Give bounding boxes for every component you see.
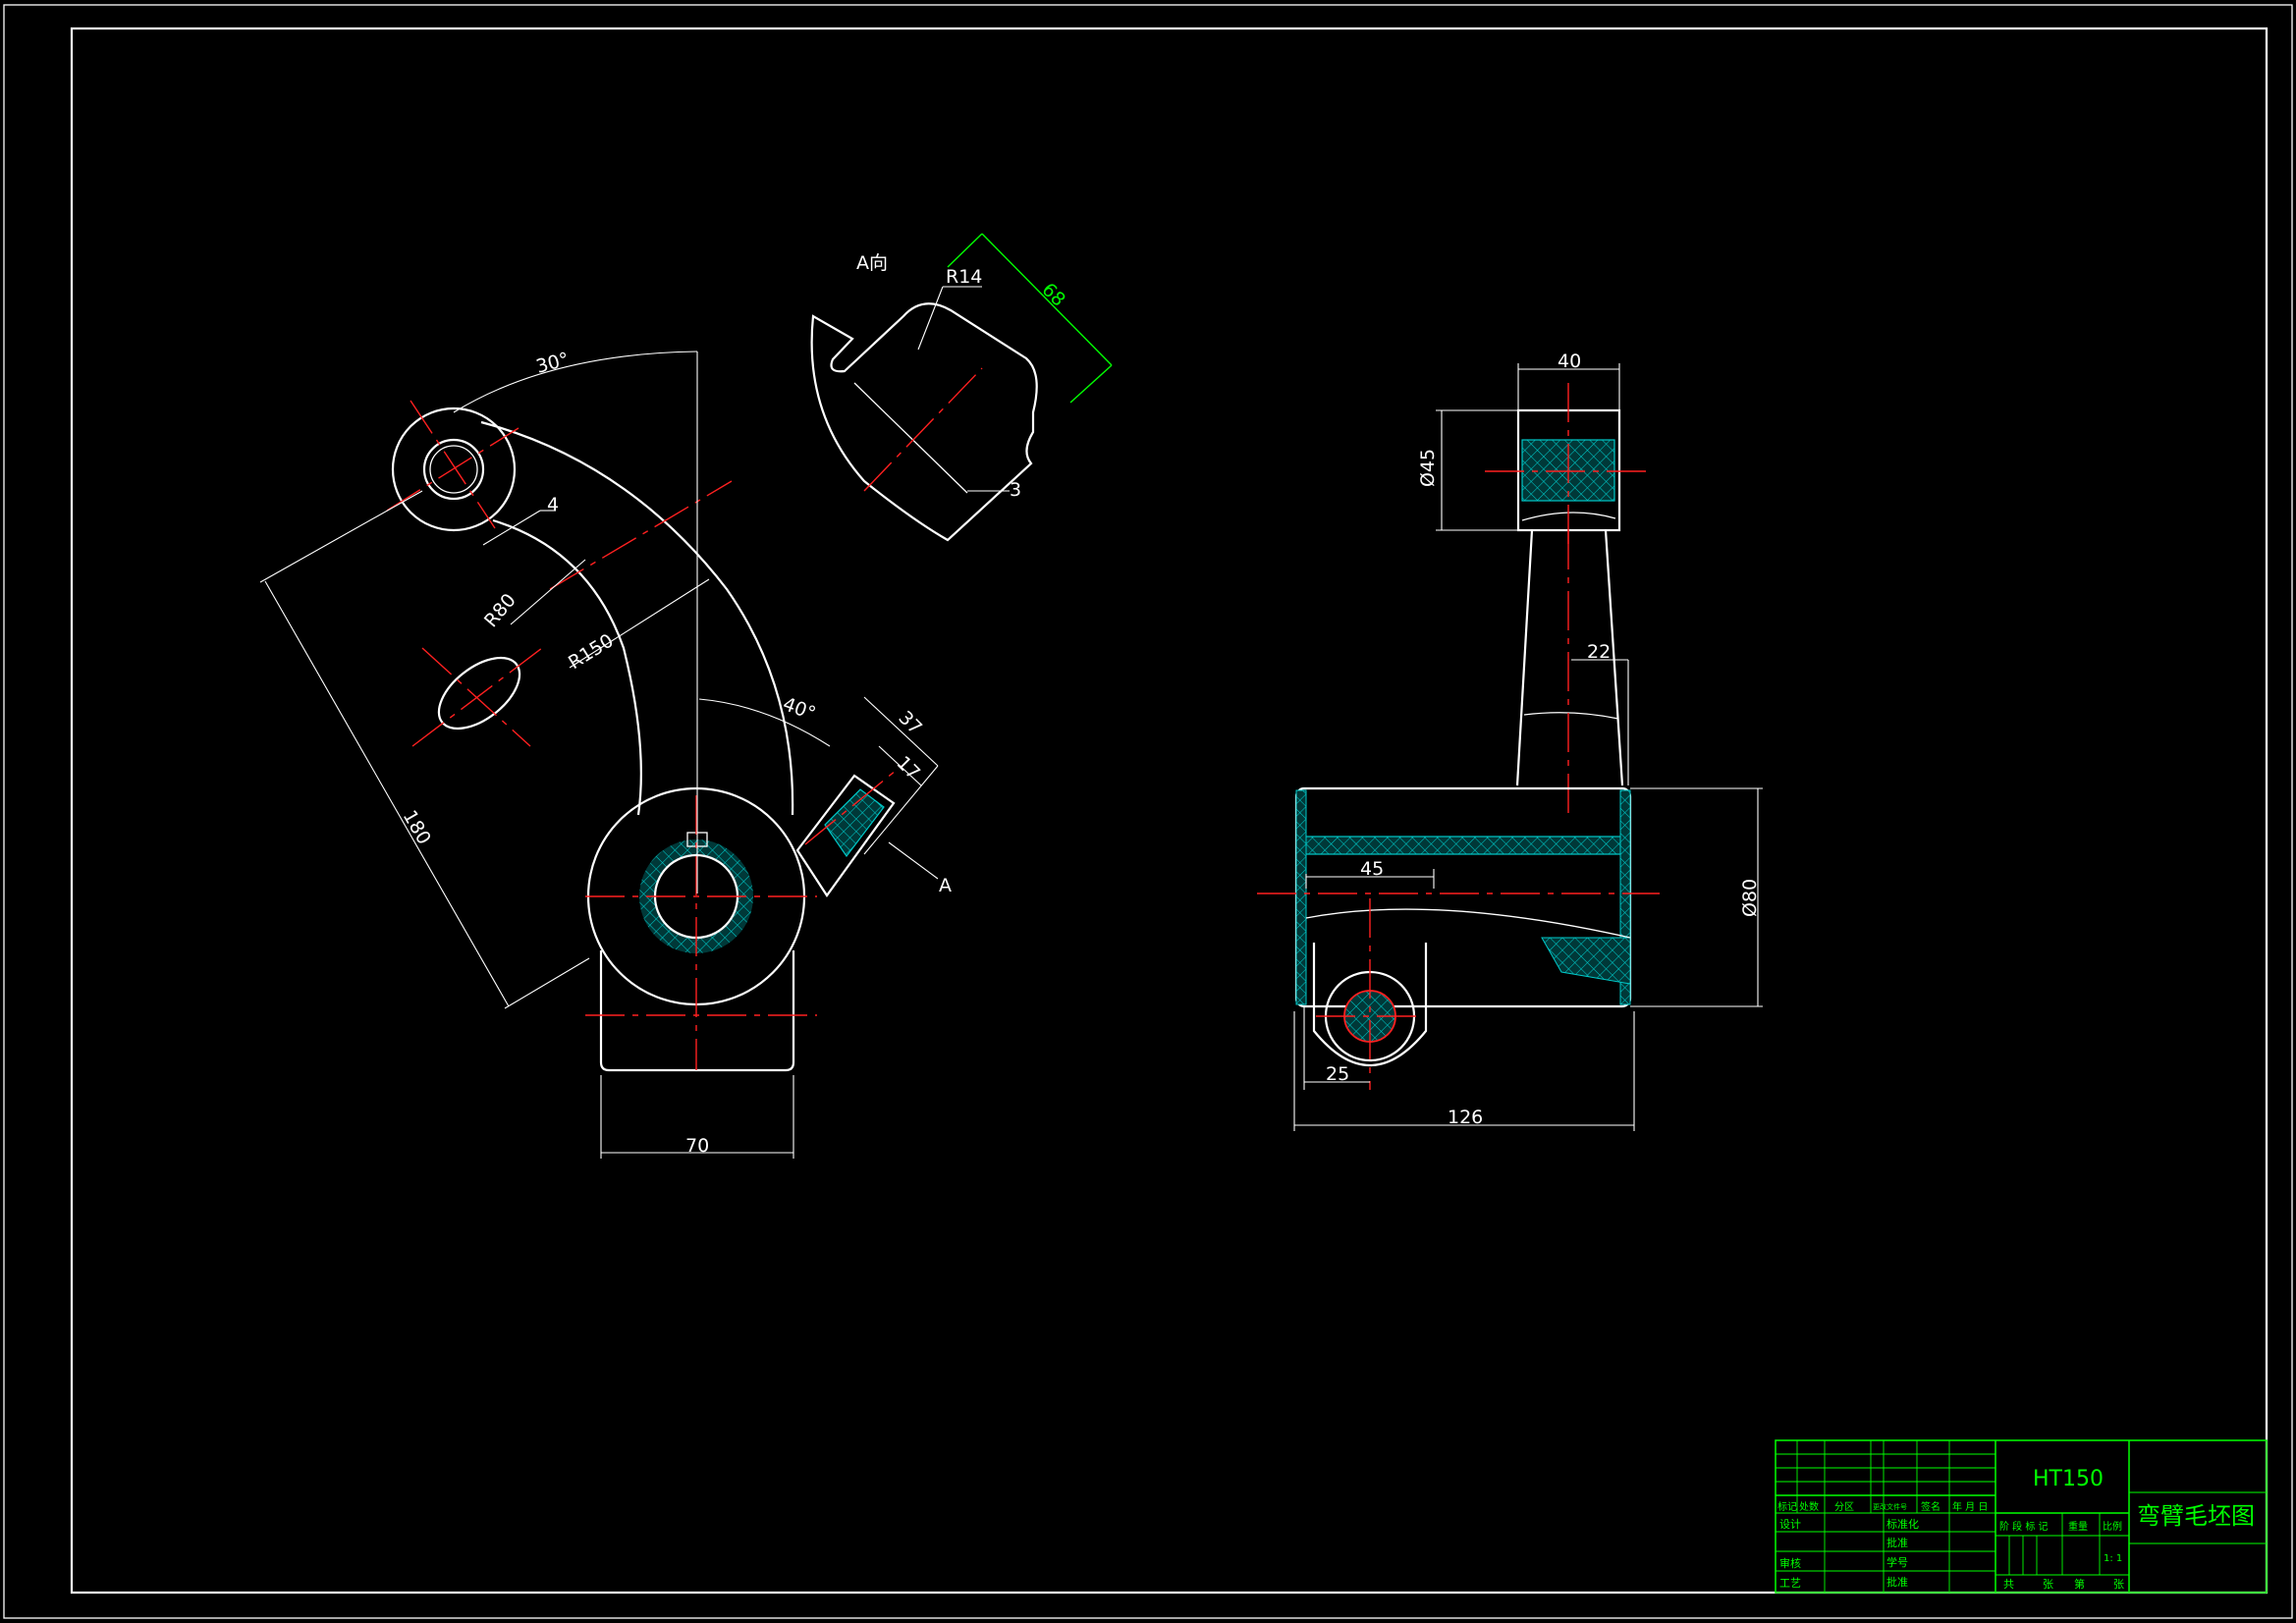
view-A-inner-edge <box>853 382 968 494</box>
side-view: 40 Ø45 22 Ø80 45 25 126 <box>1257 351 1763 1131</box>
dim-25: 25 <box>1326 1063 1349 1085</box>
rev-header-3: 分区 <box>1834 1501 1854 1513</box>
sheet-total: 共 <box>2003 1578 2014 1591</box>
ellipse-slot <box>437 656 521 730</box>
row-design: 设计 <box>1779 1518 1801 1531</box>
front-view: 30° 4 R80 R150 180 40° 37 17 A 70 <box>259 349 952 1159</box>
dim-3: 3 <box>1010 479 1021 501</box>
row-approve-1: 批准 <box>1886 1536 1908 1549</box>
base-block <box>599 950 795 1072</box>
row-review: 审核 <box>1779 1556 1801 1570</box>
sheet-unit-1: 张 <box>2043 1578 2053 1591</box>
rev-header-4: 更改文件号 <box>1873 1502 1907 1511</box>
drawing-title: 弯臂毛坯图 <box>2137 1502 2255 1530</box>
dim-phi45: Ø45 <box>1417 449 1439 487</box>
dim-R14: R14 <box>946 266 982 288</box>
sheet-unit-2: 张 <box>2113 1578 2124 1591</box>
lug-centerline <box>804 765 902 845</box>
dim-30deg: 30° <box>534 349 572 378</box>
dim-126: 126 <box>1448 1107 1483 1128</box>
lower-hatch-wedge <box>1541 937 1631 985</box>
rev-header-1: 标记 <box>1777 1501 1797 1513</box>
dim-R150: R150 <box>565 629 618 674</box>
lower-boss <box>1312 943 1428 1066</box>
boss-bore-inner <box>429 445 478 494</box>
dim-45: 45 <box>1360 858 1384 880</box>
dim-phi80: Ø80 <box>1739 879 1761 917</box>
lug-hatch <box>824 788 885 858</box>
lug <box>795 774 896 897</box>
row-standard: 标准化 <box>1886 1517 1919 1531</box>
dim-68: 68 <box>1037 279 1069 311</box>
dim-40: 40 <box>1558 351 1581 372</box>
rev-header-6: 年 月 日 <box>1952 1500 1988 1513</box>
dim-37: 37 <box>894 707 926 739</box>
title-block: HT150 弯臂毛坯图 标记 处数 分区 更改文件号 签名 年 月 日 设计 审… <box>1775 1439 2268 1594</box>
lower-hatch-left <box>1295 789 1307 1005</box>
outer-frame <box>3 4 2293 1619</box>
stage-header: 阶 段 标 记 <box>1999 1520 2049 1533</box>
weight-header: 重量 <box>2068 1520 2088 1533</box>
rev-header-5: 签名 <box>1921 1500 1941 1513</box>
arm-outer-edge <box>480 420 794 816</box>
row-approve-2: 批准 <box>1886 1575 1908 1589</box>
arm-inner-edge <box>492 518 642 816</box>
inner-frame <box>70 27 2269 1595</box>
dim-40deg: 40° <box>780 693 818 725</box>
section-label-A: A <box>939 875 952 896</box>
dim-22: 22 <box>1587 641 1611 663</box>
boss-centerline-1 <box>410 400 496 529</box>
stem <box>1515 529 1624 786</box>
ellipse-centerline-2 <box>411 647 543 747</box>
dim-70: 70 <box>685 1135 709 1157</box>
lower-hatch-right <box>1619 789 1631 1005</box>
row-student-id: 学号 <box>1886 1555 1908 1569</box>
dim-4: 4 <box>547 494 559 515</box>
boss-centerline-2 <box>386 427 519 512</box>
view-A: A向 R14 68 3 <box>810 233 1113 542</box>
row-process: 工艺 <box>1779 1577 1801 1590</box>
material-label: HT150 <box>2033 1467 2104 1491</box>
rev-header-2: 处数 <box>1799 1500 1819 1513</box>
arm-centerline <box>549 480 733 590</box>
scale-value: 1: 1 <box>2104 1553 2122 1564</box>
boss-outer <box>391 406 517 532</box>
lower-hatch-top <box>1297 836 1629 855</box>
sheet-index: 第 <box>2074 1577 2085 1591</box>
dim-R80: R80 <box>480 589 520 631</box>
dim-17: 17 <box>892 752 924 784</box>
view-A-label: A向 <box>856 252 888 274</box>
dim-180: 180 <box>399 807 435 848</box>
boss-bore <box>422 438 485 501</box>
view-A-centerline <box>863 367 983 492</box>
view-A-outline <box>810 302 1038 542</box>
scale-header: 比例 <box>2103 1520 2122 1533</box>
